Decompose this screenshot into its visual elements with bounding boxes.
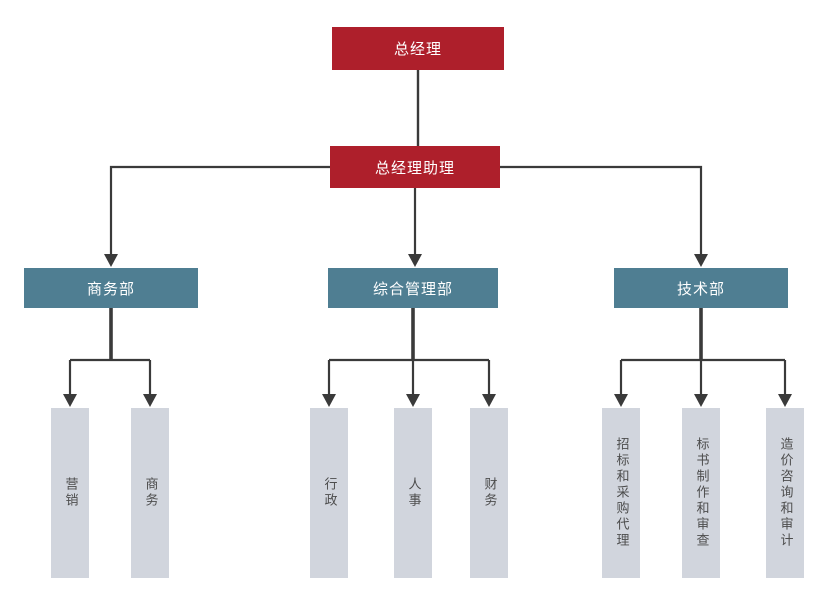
connector-lines	[68, 70, 787, 396]
node-label: 人事	[405, 477, 421, 509]
node-team-commerce[interactable]: 商务	[131, 408, 169, 578]
node-team-administration[interactable]: 行政	[310, 408, 348, 578]
node-label: 技术部	[676, 279, 725, 298]
arrow-down-icon	[104, 254, 118, 267]
arrow-down-icon	[322, 394, 336, 407]
arrow-down-icon	[778, 394, 792, 407]
node-label: 行政	[321, 477, 337, 509]
node-team-marketing[interactable]: 营销	[51, 408, 89, 578]
arrow-down-icon	[408, 254, 422, 267]
node-team-hr[interactable]: 人事	[394, 408, 432, 578]
node-label: 商务部	[86, 279, 135, 298]
node-team-cost-consulting-audit[interactable]: 造价咨询和审计	[766, 408, 804, 578]
node-technology-dept[interactable]: 技术部	[614, 268, 788, 308]
node-team-bidding-procurement-agency[interactable]: 招标和采购代理	[602, 408, 640, 578]
node-label: 财务	[481, 477, 497, 509]
arrow-down-icon	[614, 394, 628, 407]
arrow-down-icon	[482, 394, 496, 407]
node-label: 商务	[142, 477, 158, 509]
arrow-down-icon	[143, 394, 157, 407]
node-general-admin-dept[interactable]: 综合管理部	[328, 268, 498, 308]
arrow-down-icon	[694, 394, 708, 407]
arrow-down-icon	[63, 394, 77, 407]
node-label: 营销	[62, 477, 78, 509]
node-team-bid-doc-production-review[interactable]: 标书制作和审查	[682, 408, 720, 578]
node-team-finance[interactable]: 财务	[470, 408, 508, 578]
node-label: 总经理	[393, 40, 442, 58]
node-label: 综合管理部	[372, 279, 453, 298]
node-label: 招标和采购代理	[613, 437, 629, 549]
arrow-down-icon	[406, 394, 420, 407]
node-label: 标书制作和审查	[693, 437, 709, 549]
node-general-manager[interactable]: 总经理	[332, 27, 504, 70]
arrow-down-icon	[694, 254, 708, 267]
node-business-dept[interactable]: 商务部	[24, 268, 198, 308]
node-gm-assistant[interactable]: 总经理助理	[330, 146, 500, 188]
node-label: 造价咨询和审计	[777, 437, 793, 549]
node-label: 总经理助理	[374, 158, 455, 177]
